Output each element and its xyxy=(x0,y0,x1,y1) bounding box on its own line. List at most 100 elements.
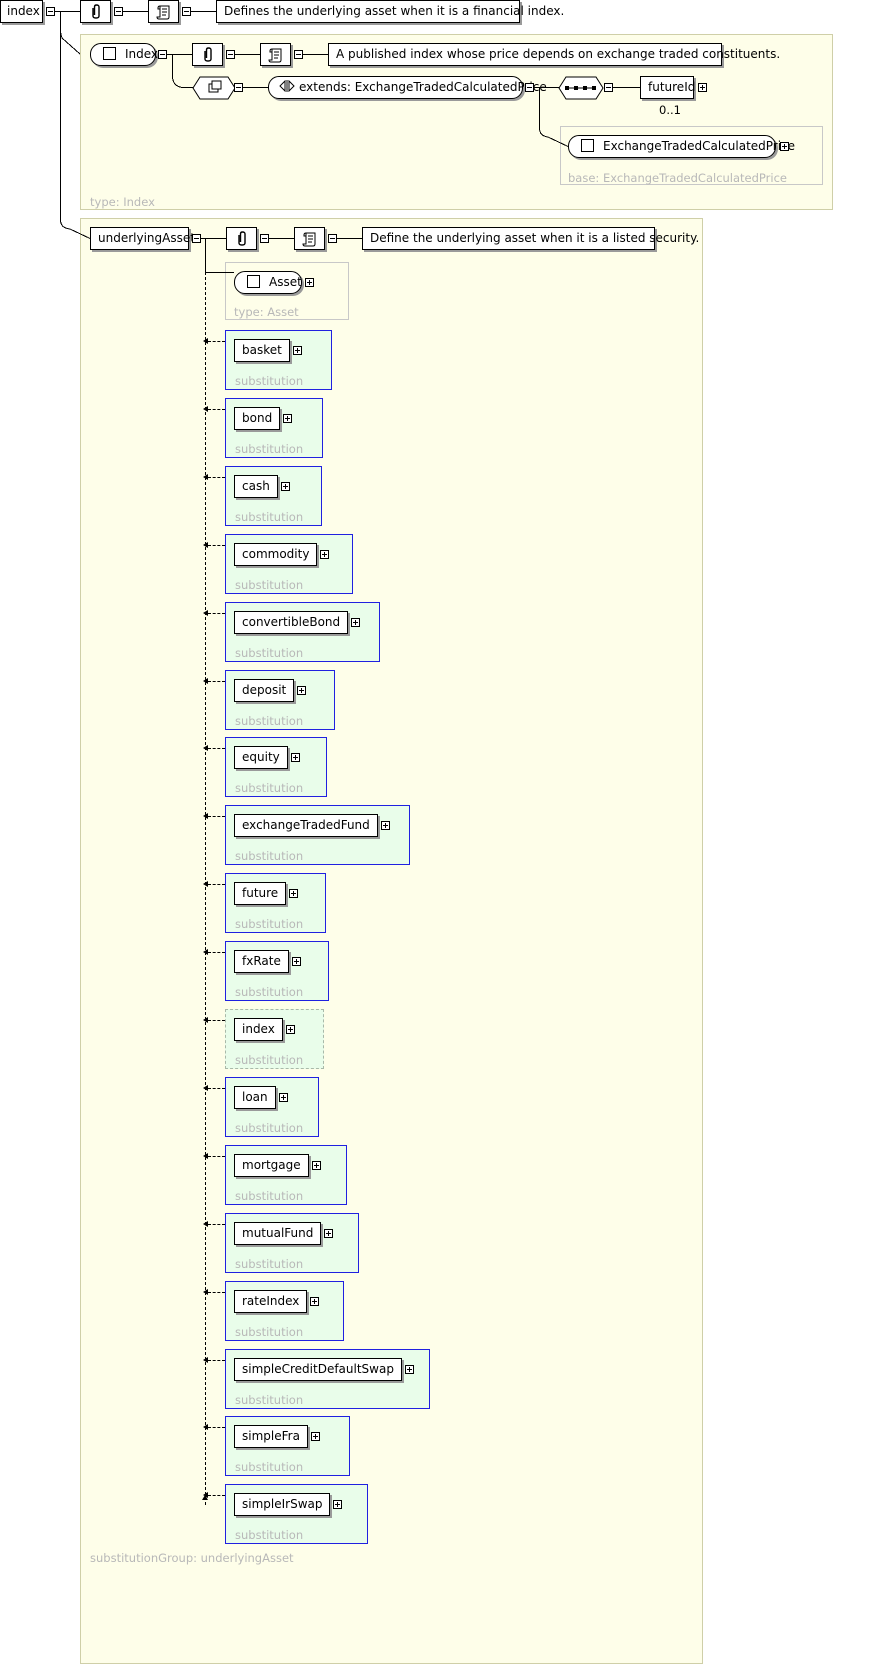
substitution-connector xyxy=(208,477,225,478)
asset-type-label: type: Asset xyxy=(234,305,299,319)
plus-toggle-icon[interactable] xyxy=(293,346,302,355)
index-type-label: type: Index xyxy=(90,195,155,209)
substitution-element-rateIndex[interactable]: rateIndex xyxy=(234,1290,308,1313)
choice-icon[interactable] xyxy=(192,76,236,101)
plus-toggle-icon[interactable] xyxy=(698,83,707,92)
substitution-label: substitution xyxy=(235,1257,304,1271)
plus-toggle-icon[interactable] xyxy=(311,1432,320,1441)
substitution-element-simpleCreditDefaultSwap[interactable]: simpleCreditDefaultSwap xyxy=(234,1358,402,1381)
minus-toggle-icon[interactable] xyxy=(158,50,167,59)
complex-type-asset[interactable]: Asset xyxy=(234,271,302,294)
plus-toggle-icon[interactable] xyxy=(312,1161,321,1170)
minus-toggle-icon[interactable] xyxy=(46,7,55,16)
plus-toggle-icon[interactable] xyxy=(780,142,789,151)
substitution-element-commodity[interactable]: commodity xyxy=(234,543,318,566)
substitution-element-mortgage[interactable]: mortgage xyxy=(234,1154,309,1177)
minus-toggle-icon[interactable] xyxy=(192,234,201,243)
scroll-icon[interactable] xyxy=(294,227,325,250)
plus-toggle-icon[interactable] xyxy=(279,1093,288,1102)
substitution-connector xyxy=(208,1427,225,1428)
arrow-left-icon xyxy=(203,813,208,819)
minus-toggle-icon[interactable] xyxy=(226,50,235,59)
complex-type-index[interactable]: Index xyxy=(90,43,158,66)
substitution-element-simpleIrSwap[interactable]: simpleIrSwap xyxy=(234,1493,331,1516)
arrow-left-icon xyxy=(203,1017,208,1023)
plus-toggle-icon[interactable] xyxy=(351,618,360,627)
paperclip-icon[interactable] xyxy=(80,0,111,23)
substitution-element-mutualFund[interactable]: mutualFund xyxy=(234,1222,322,1245)
substitution-element-exchangeTradedFund[interactable]: exchangeTradedFund xyxy=(234,814,378,837)
element-underlyingAsset[interactable]: underlyingAsset xyxy=(90,227,195,250)
plus-toggle-icon[interactable] xyxy=(291,753,300,762)
substitution-element-convertibleBond[interactable]: convertibleBond xyxy=(234,611,349,634)
arrow-left-icon xyxy=(203,610,208,616)
underlying-asset-panel xyxy=(80,218,703,1664)
minus-toggle-icon[interactable] xyxy=(294,50,303,59)
complex-type-icon xyxy=(247,275,260,288)
minus-toggle-icon[interactable] xyxy=(604,83,613,92)
substitution-connector xyxy=(208,613,225,614)
substitution-element-index[interactable]: index xyxy=(234,1018,283,1041)
plus-toggle-icon[interactable] xyxy=(405,1365,414,1374)
substitution-label: substitution xyxy=(235,917,304,931)
arrow-left-icon xyxy=(203,1221,208,1227)
minus-toggle-icon[interactable] xyxy=(328,234,337,243)
base-type-exchange-traded-calculated-price[interactable]: ExchangeTradedCalculatedPrice xyxy=(568,135,795,158)
substitution-element-bond[interactable]: bond xyxy=(234,407,281,430)
scroll-icon[interactable] xyxy=(148,0,179,23)
plus-toggle-icon[interactable] xyxy=(289,889,298,898)
plus-toggle-icon[interactable] xyxy=(381,821,390,830)
minus-toggle-icon[interactable] xyxy=(182,7,191,16)
index-type-documentation: A published index whose price depends on… xyxy=(328,43,780,66)
sequence-icon[interactable] xyxy=(558,76,604,101)
arrow-left-icon xyxy=(203,474,208,480)
element-futureId[interactable]: futureId xyxy=(640,76,695,99)
substitution-element-equity[interactable]: equity xyxy=(234,746,288,769)
substitution-element-future[interactable]: future xyxy=(234,882,287,905)
substitution-element-deposit[interactable]: deposit xyxy=(234,679,295,702)
substitution-element-simpleFra[interactable]: simpleFra xyxy=(234,1425,308,1448)
root-documentation: Defines the underlying asset when it is … xyxy=(216,0,564,23)
plus-toggle-icon[interactable] xyxy=(320,550,329,559)
substitution-connector xyxy=(208,1360,225,1361)
root-element-index[interactable]: index xyxy=(0,0,43,23)
extension-node[interactable]: extends: ExchangeTradedCalculatedPrice xyxy=(268,76,547,99)
substitution-connector xyxy=(208,681,225,682)
plus-toggle-icon[interactable] xyxy=(286,1025,295,1034)
substitution-label: substitution xyxy=(235,985,304,999)
substitution-label: substitution xyxy=(235,781,304,795)
paperclip-icon[interactable] xyxy=(192,43,223,66)
plus-toggle-icon[interactable] xyxy=(297,686,306,695)
substitution-connector xyxy=(208,341,225,342)
arrow-left-icon xyxy=(203,1289,208,1295)
arrow-left-icon xyxy=(203,406,208,412)
substitution-element-loan[interactable]: loan xyxy=(234,1086,276,1109)
paperclip-icon[interactable] xyxy=(226,227,257,250)
minus-toggle-icon[interactable] xyxy=(234,83,243,92)
substitution-label: substitution xyxy=(235,1460,304,1474)
plus-toggle-icon[interactable] xyxy=(333,1500,342,1509)
substitution-connector xyxy=(208,748,225,749)
minus-toggle-icon[interactable] xyxy=(114,7,123,16)
plus-toggle-icon[interactable] xyxy=(283,414,292,423)
substitution-label: substitution xyxy=(235,1189,304,1203)
arrow-up-icon xyxy=(202,1495,208,1500)
substitution-label: substitution xyxy=(235,510,304,524)
substitution-connector xyxy=(208,816,225,817)
plus-toggle-icon[interactable] xyxy=(310,1297,319,1306)
minus-toggle-icon[interactable] xyxy=(260,234,269,243)
substitution-element-cash[interactable]: cash xyxy=(234,475,278,498)
plus-toggle-icon[interactable] xyxy=(305,278,314,287)
minus-toggle-icon[interactable] xyxy=(525,83,534,92)
substitution-element-fxRate[interactable]: fxRate xyxy=(234,950,289,973)
plus-toggle-icon[interactable] xyxy=(324,1229,333,1238)
substitution-element-basket[interactable]: basket xyxy=(234,339,290,362)
complex-type-icon xyxy=(581,139,594,152)
plus-toggle-icon[interactable] xyxy=(292,957,301,966)
plus-toggle-icon[interactable] xyxy=(281,482,290,491)
arrow-left-icon xyxy=(203,745,208,751)
scroll-icon[interactable] xyxy=(260,43,291,66)
substitution-label: substitution xyxy=(235,849,304,863)
substitution-label: substitution xyxy=(235,714,304,728)
